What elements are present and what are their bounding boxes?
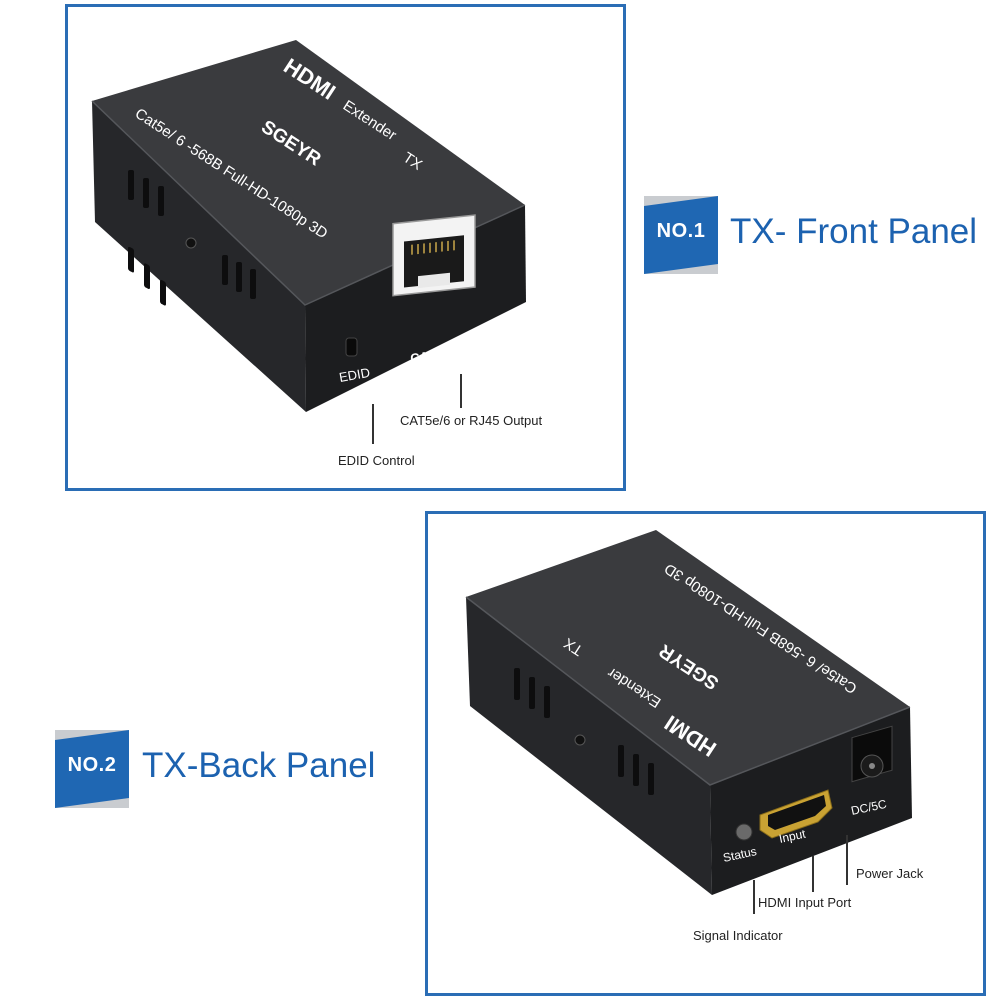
power-callout-label: Power Jack bbox=[856, 866, 924, 881]
front-device-vents bbox=[128, 246, 166, 306]
back-input-label: Input bbox=[778, 827, 808, 846]
back-device-top-face bbox=[466, 530, 910, 785]
front-device-screw bbox=[185, 237, 197, 249]
hdmi-callout-label: HDMI Input Port bbox=[758, 895, 852, 910]
back-device-vents bbox=[514, 668, 654, 795]
edid-callout-line bbox=[372, 404, 374, 444]
front-number-badge: NO.1 bbox=[644, 196, 718, 274]
back-number-badge: NO.2 bbox=[55, 730, 129, 808]
back-device-screw bbox=[574, 734, 586, 746]
signal-callout-label: Signal Indicator bbox=[693, 928, 783, 943]
dc-jack bbox=[851, 725, 893, 783]
output-callout-line bbox=[460, 374, 462, 408]
back-panel-title: TX-Back Panel bbox=[142, 746, 376, 785]
power-callout-line bbox=[846, 835, 848, 885]
front-port-label: CAT5/6 bbox=[409, 345, 454, 366]
back-badge-text: NO.2 bbox=[67, 754, 117, 776]
status-led bbox=[735, 823, 753, 841]
front-badge-text: NO.1 bbox=[656, 220, 706, 242]
output-callout-label: CAT5e/6 or RJ45 Output bbox=[400, 413, 543, 428]
hdmi-port bbox=[759, 789, 833, 839]
front-edid-label: EDID bbox=[338, 365, 371, 385]
back-device-side-face bbox=[466, 597, 712, 895]
rj45-port bbox=[392, 214, 476, 297]
hdmi-callout-line bbox=[812, 856, 814, 892]
signal-callout-line bbox=[753, 880, 755, 914]
edid-callout-label: EDID Control bbox=[338, 453, 415, 468]
back-status-label: Status bbox=[722, 844, 758, 865]
edid-button bbox=[345, 337, 358, 357]
front-panel-title: TX- Front Panel bbox=[730, 212, 978, 251]
front-device-illustration: HDMI Extender TX SGEYR Cat5e/ 6 -568B Fu… bbox=[91, 40, 526, 412]
